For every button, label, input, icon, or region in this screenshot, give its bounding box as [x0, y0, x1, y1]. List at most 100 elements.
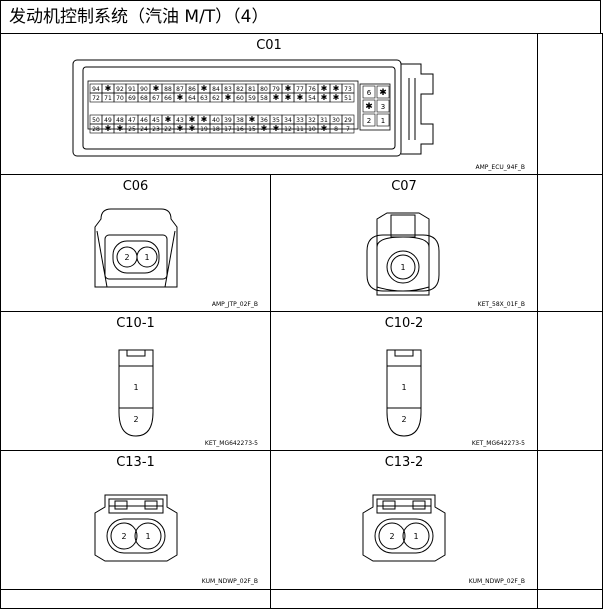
next-row-cell	[270, 589, 538, 609]
pin-label: 1	[413, 532, 418, 541]
connector-c07-diagram: 1	[366, 212, 440, 296]
pin-label: ✱	[321, 84, 328, 93]
pin-label: 66	[164, 95, 172, 102]
connector-title: C06	[122, 179, 149, 194]
pin-label: ✱	[261, 124, 268, 133]
pin-label: 81	[248, 86, 256, 93]
pin-label: 19	[200, 126, 208, 133]
connector-title: C10-2	[384, 316, 424, 331]
pin-label: 86	[188, 86, 196, 93]
pin-label: ✱	[249, 115, 256, 124]
pin-label: 80	[260, 86, 268, 93]
pin-label: ✱	[105, 124, 112, 133]
pin-label: ✱	[177, 93, 184, 102]
pin-label: 15	[248, 126, 256, 133]
pin-label: 54	[308, 95, 316, 102]
pin-label: 79	[272, 86, 280, 93]
pin-label: 83	[224, 86, 232, 93]
pin-label: 47	[128, 117, 136, 124]
pin-label: 69	[128, 95, 136, 102]
pin-label: 51	[344, 95, 352, 102]
pin-label: 63	[200, 95, 208, 102]
pin-label: 62	[212, 95, 220, 102]
pin-label: ✱	[177, 124, 184, 133]
pin-label: 18	[212, 126, 220, 133]
pin-label: 1	[381, 117, 385, 125]
pin-label: 71	[104, 95, 112, 102]
connector-code: KUM_NDWP_02F_B	[468, 578, 525, 585]
pin-label: 32	[308, 117, 316, 124]
pin-label: 31	[320, 117, 328, 124]
pin-label: 82	[236, 86, 244, 93]
pin-label: 23	[152, 126, 160, 133]
pin-label: 1	[144, 253, 149, 262]
connector-cell-c13-1: C13-1 2 1 KUM_NDWP_02F_B	[0, 450, 271, 590]
pin-label: 1	[401, 383, 406, 392]
pin-cell	[341, 123, 355, 134]
pin-label: 76	[308, 86, 316, 93]
pin-cell	[376, 113, 390, 127]
pin-label: 1	[145, 532, 150, 541]
pin-label: ✱	[333, 84, 340, 93]
pin-label: 50	[92, 117, 100, 124]
pin-label: ✱	[379, 88, 387, 98]
pin-label: 2	[124, 253, 129, 262]
pin-label: 8	[334, 126, 338, 133]
pin-label: 58	[260, 95, 268, 102]
pin-label: 91	[128, 86, 136, 93]
connector-title: C10-1	[116, 316, 155, 331]
pin-label: 46	[140, 117, 148, 124]
pin-label: 40	[212, 117, 220, 124]
pin-label: 2	[121, 532, 126, 541]
pin-cell	[362, 85, 376, 99]
pin-label: ✱	[321, 124, 328, 133]
pin-label: ✱	[273, 93, 280, 102]
connector-cell-empty	[537, 450, 603, 590]
pin-label: 33	[296, 117, 304, 124]
pin-label: 29	[344, 117, 352, 124]
pin-label: 25	[128, 126, 136, 133]
pin-cell	[376, 85, 390, 99]
connector-c10-2-diagram: 1 2	[386, 349, 422, 437]
pin-label: 94	[92, 86, 100, 93]
pin-label: 1	[133, 383, 138, 392]
pin-label: 73	[344, 86, 352, 93]
pin-label: 7	[346, 126, 350, 133]
pin-label: ✱	[273, 124, 280, 133]
pin-label: ✱	[285, 93, 292, 102]
pin-label: ✱	[105, 84, 112, 93]
pin-label: 6	[367, 89, 372, 97]
next-row-cell	[0, 589, 271, 609]
connector-cell-c06: C06 2 1 AMP_JTP_02F_B	[0, 174, 271, 312]
connector-code: KET_58X_01F_B	[477, 301, 525, 308]
connector-c06-diagram: 2 1	[94, 208, 178, 288]
pin-label: ✱	[189, 115, 196, 124]
pin-label: 36	[260, 117, 268, 124]
pin-label: 67	[152, 95, 160, 102]
connector-title: C13-2	[384, 455, 424, 470]
pin-label: ✱	[333, 93, 340, 102]
pin-label: 39	[224, 117, 232, 124]
pin-label: 90	[140, 86, 148, 93]
pin-label: 87	[176, 86, 184, 93]
pin-label: ✱	[117, 124, 124, 133]
connector-code: KET_MG642273-5	[204, 440, 258, 447]
connector-code: AMP_ECU_94F_B	[475, 164, 525, 171]
pin-cell	[362, 99, 376, 113]
pin-label: 64	[188, 95, 196, 102]
connector-title: C01	[256, 38, 282, 53]
connector-cell-c10-1: C10-1 1 2 KET_MG642273-5	[0, 311, 271, 451]
pin-label: ✱	[285, 84, 292, 93]
connector-c13-1-diagram: 2 1	[94, 494, 178, 562]
pin-cell	[362, 113, 376, 127]
connector-cell-empty	[537, 33, 603, 175]
pin-label: 28	[92, 126, 100, 133]
connector-cell-empty	[537, 174, 603, 312]
pin-label: 11	[296, 126, 304, 133]
pin-label: 10	[308, 126, 316, 133]
pin-label: ✱	[225, 93, 232, 102]
pin-label: 92	[116, 86, 124, 93]
pin-label: 84	[212, 86, 220, 93]
pin-label: 68	[140, 95, 148, 102]
